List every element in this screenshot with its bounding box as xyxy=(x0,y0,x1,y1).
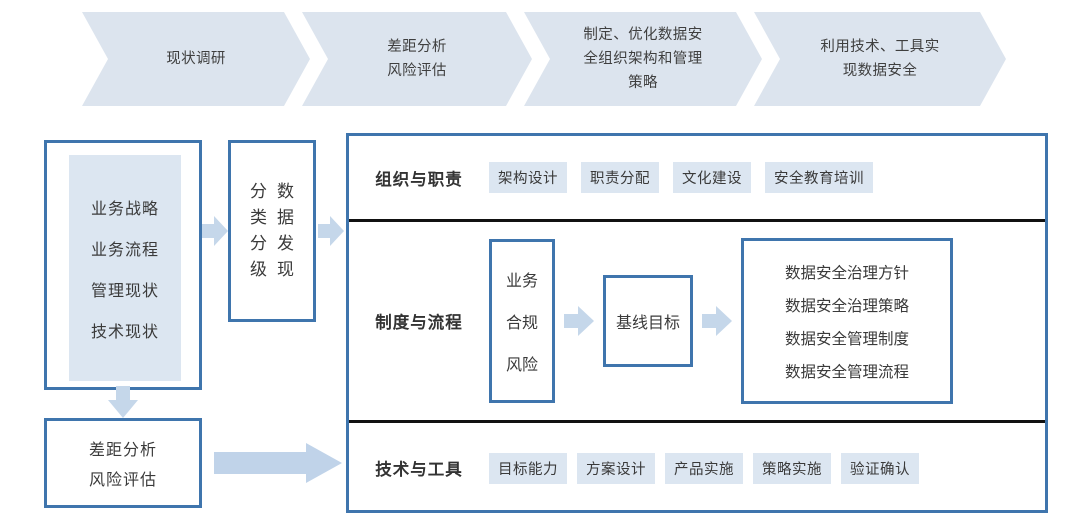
process-step-2-line-2: 风险评估 xyxy=(387,63,447,79)
right-arrow-icon-baseline-to-outputs xyxy=(702,306,732,336)
tag-architecture-design[interactable]: 架构设计 xyxy=(489,162,567,193)
input-item-management-status: 管理现状 xyxy=(90,282,159,300)
process-step-2-line-1: 差距分析 xyxy=(387,39,447,55)
arrow-head xyxy=(214,216,228,246)
process-chevron-row: 现状调研 差距分析 风险评估 制定、优化数据安 全组织架构和管理 策略 利用技术… xyxy=(0,0,1080,118)
row-label-organization: 组织与职责 xyxy=(375,170,463,189)
classification-char-1: 分 xyxy=(250,182,267,201)
process-step-3-line-3: 策略 xyxy=(628,75,658,91)
data-discovery-char-2: 据 xyxy=(277,208,294,227)
arrow-head xyxy=(578,306,594,336)
policy-process-flow: 业务 合规 风险 基线目标 数据安全治理方针 数据安全治理策略 数据安全管理制度 xyxy=(489,238,953,404)
down-arrow-icon xyxy=(108,386,138,418)
data-discovery-char-4: 现 xyxy=(277,260,294,279)
process-step-4-line-1: 利用技术、工具实 xyxy=(820,39,940,55)
driver-business: 业务 xyxy=(505,273,538,290)
arrow-stem xyxy=(564,314,580,328)
panel-row-policy-process: 制度与流程 业务 合规 风险 基线目标 数据安全治理方针 xyxy=(349,222,1045,420)
output-management-process: 数据安全管理流程 xyxy=(784,363,909,381)
classification-char-2: 类 xyxy=(250,208,267,227)
row-label-technology-tools: 技术与工具 xyxy=(375,461,463,479)
arrow-stem xyxy=(202,224,216,238)
data-discovery-char-3: 发 xyxy=(277,234,294,253)
process-step-1-text: 现状调研 xyxy=(166,47,226,71)
process-step-3-text: 制定、优化数据安 全组织架构和管理 策略 xyxy=(583,23,702,95)
process-step-4-text: 利用技术、工具实 现数据安全 xyxy=(820,35,939,83)
right-arrow-large-head xyxy=(306,443,342,483)
tag-solution-design[interactable]: 方案设计 xyxy=(577,452,655,484)
input-item-technology-status: 技术现状 xyxy=(90,323,159,341)
arrow-stem xyxy=(702,314,718,328)
process-step-4[interactable]: 利用技术、工具实 现数据安全 xyxy=(754,12,1006,106)
governance-outputs-box[interactable]: 数据安全治理方针 数据安全治理策略 数据安全管理制度 数据安全管理流程 xyxy=(741,238,953,404)
arrow-head xyxy=(716,306,732,336)
gap-analysis-label: 差距分析 xyxy=(88,442,157,459)
drivers-box[interactable]: 业务 合规 风险 xyxy=(489,239,555,403)
output-governance-strategy: 数据安全治理策略 xyxy=(784,297,909,315)
tag-verification-confirmation[interactable]: 验证确认 xyxy=(841,452,919,484)
process-step-3-line-1: 制定、优化数据安 xyxy=(583,27,703,43)
process-step-2-text: 差距分析 风险评估 xyxy=(387,35,447,83)
driver-risk: 风险 xyxy=(505,357,538,374)
baseline-goal-box[interactable]: 基线目标 xyxy=(603,275,693,367)
input-item-business-process: 业务流程 xyxy=(90,241,159,259)
arrow-stem xyxy=(318,224,332,238)
down-arrow-stem xyxy=(116,386,130,402)
driver-compliance: 合规 xyxy=(505,315,538,332)
tag-responsibility-allocation[interactable]: 职责分配 xyxy=(581,162,659,193)
right-arrow-large-stem xyxy=(214,452,308,474)
classification-grading-column: 分 类 分 级 xyxy=(250,181,267,281)
current-state-inputs-box[interactable]: 业务战略 业务流程 管理现状 技术现状 xyxy=(44,140,202,390)
output-management-system: 数据安全管理制度 xyxy=(784,330,909,348)
data-discovery-column: 数 据 发 现 xyxy=(277,181,294,281)
process-step-1-line-1: 现状调研 xyxy=(166,51,226,67)
input-item-business-strategy: 业务战略 xyxy=(90,200,159,218)
classification-char-4: 级 xyxy=(250,260,267,279)
panel-row-technology-tools: 技术与工具 目标能力 方案设计 产品实施 策略实施 验证确认 xyxy=(349,423,1045,513)
classification-char-3: 分 xyxy=(250,234,267,253)
right-arrow-icon-to-panel xyxy=(318,216,344,246)
right-arrow-icon-large xyxy=(214,443,342,483)
process-step-3-line-2: 全组织架构和管理 xyxy=(583,51,703,67)
right-arrow-icon-to-classification xyxy=(202,216,228,246)
risk-assessment-label: 风险评估 xyxy=(88,472,157,489)
process-step-1[interactable]: 现状调研 xyxy=(82,12,310,106)
arrow-head xyxy=(330,216,344,246)
panel-divider-1 xyxy=(349,219,1045,222)
row-label-policy-process: 制度与流程 xyxy=(375,314,463,332)
data-discovery-classification-box[interactable]: 数 据 发 现 分 类 分 级 xyxy=(228,140,316,322)
organization-tag-list: 架构设计 职责分配 文化建设 安全教育培训 xyxy=(489,162,873,193)
panel-row-organization: 组织与职责 架构设计 职责分配 文化建设 安全教育培训 xyxy=(349,136,1045,219)
process-step-4-line-2: 现数据安全 xyxy=(842,63,918,79)
panel-divider-2 xyxy=(349,420,1045,423)
down-arrow-head xyxy=(108,400,138,418)
gap-analysis-box[interactable]: 差距分析 风险评估 xyxy=(44,418,202,508)
output-governance-policy: 数据安全治理方针 xyxy=(784,264,909,282)
current-state-inputs-panel: 业务战略 业务流程 管理现状 技术现状 xyxy=(69,155,181,381)
data-discovery-char-1: 数 xyxy=(277,182,294,201)
process-step-3[interactable]: 制定、优化数据安 全组织架构和管理 策略 xyxy=(524,12,762,106)
tag-security-education-training[interactable]: 安全教育培训 xyxy=(765,162,873,193)
tag-target-capability[interactable]: 目标能力 xyxy=(489,452,567,484)
tag-product-implementation[interactable]: 产品实施 xyxy=(665,452,743,484)
right-arrow-icon-drivers-to-baseline xyxy=(564,306,594,336)
governance-panel: 组织与职责 架构设计 职责分配 文化建设 安全教育培训 制度与流程 业务 合规 … xyxy=(346,133,1048,513)
technology-tag-list: 目标能力 方案设计 产品实施 策略实施 验证确认 xyxy=(489,452,919,484)
process-step-2[interactable]: 差距分析 风险评估 xyxy=(302,12,532,106)
tag-policy-implementation[interactable]: 策略实施 xyxy=(753,452,831,484)
tag-culture-building[interactable]: 文化建设 xyxy=(673,162,751,193)
